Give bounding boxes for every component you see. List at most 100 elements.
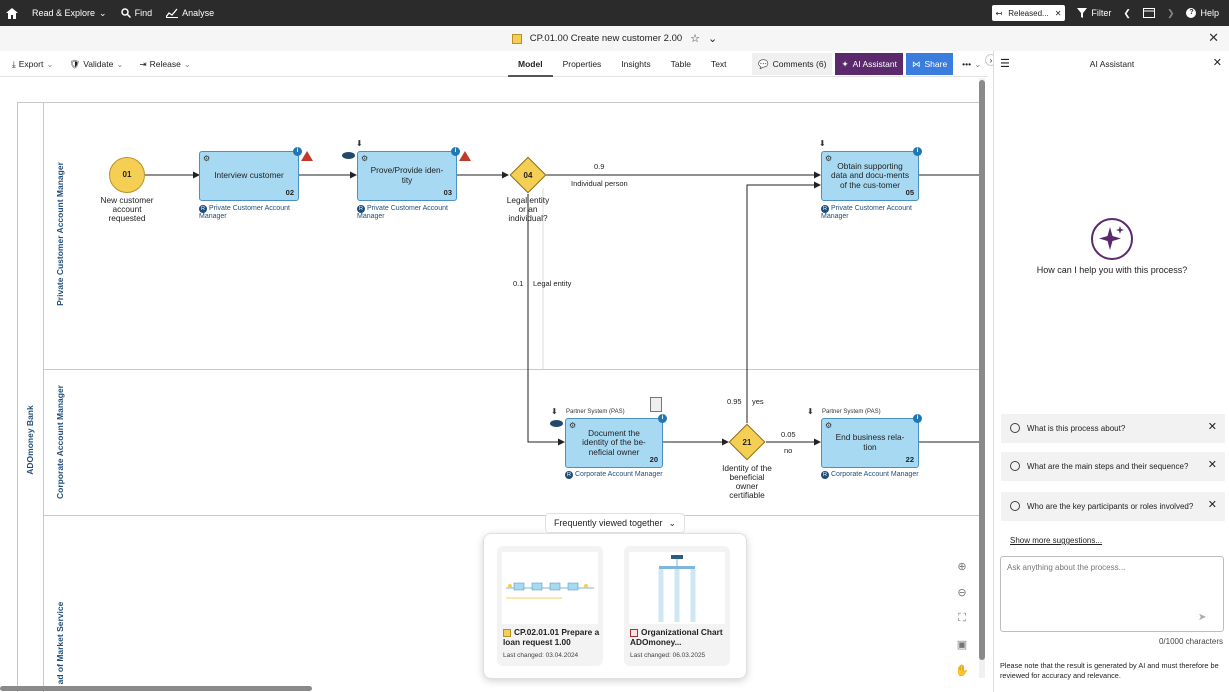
suggestion-process-about[interactable]: What is this process about? ✕ bbox=[1001, 414, 1225, 443]
tab-model[interactable]: Model bbox=[508, 51, 553, 77]
tab-properties[interactable]: Properties bbox=[562, 59, 602, 69]
related-model-title-1: CP.02.01.01 Prepare a loan request 1.00 bbox=[503, 627, 600, 647]
role-icon: R bbox=[199, 205, 207, 213]
window-icon[interactable] bbox=[1142, 8, 1155, 18]
gear-icon: ⚙ bbox=[361, 154, 369, 163]
model-type-icon bbox=[511, 33, 522, 44]
database-icon bbox=[550, 420, 563, 427]
info-icon[interactable]: i bbox=[913, 147, 922, 156]
zoom-in-icon[interactable]: ⊕ bbox=[957, 561, 967, 573]
warning-icon[interactable] bbox=[301, 151, 313, 161]
close-panel-icon[interactable]: ✕ bbox=[1212, 57, 1222, 69]
info-icon[interactable]: i bbox=[658, 414, 667, 423]
ai-assistant-button[interactable]: ✦ AI Assistant bbox=[835, 53, 903, 75]
flow-21-05 bbox=[746, 181, 821, 423]
chat-suggestion-icon bbox=[1010, 461, 1020, 471]
help-button[interactable]: ? Help bbox=[1186, 8, 1219, 18]
star-icon[interactable]: ☆ bbox=[690, 33, 701, 45]
process-icon bbox=[503, 628, 511, 637]
share-icon: ⋈ bbox=[911, 58, 921, 69]
find-label: Find bbox=[134, 8, 153, 18]
down-arrow-icon: ⬇ bbox=[551, 407, 558, 416]
frequently-viewed-toggle[interactable]: Frequently viewed together ⌄ bbox=[545, 513, 685, 533]
task-03-prove-identity[interactable]: ⚙ Prove/Provide iden-tity 03 bbox=[357, 151, 457, 201]
close-model-icon[interactable]: ✕ bbox=[1208, 30, 1219, 45]
release-button[interactable]: ⇥ Release ⌄ bbox=[139, 59, 190, 70]
find-button[interactable]: Find bbox=[120, 8, 153, 18]
info-icon[interactable]: i bbox=[913, 414, 922, 423]
top-bar: Read & Explore ⌄ Find Analyse ↤ Released… bbox=[0, 0, 1229, 26]
dismiss-icon[interactable]: ✕ bbox=[1207, 421, 1217, 433]
validate-button[interactable]: 🛡 Validate ⌄ bbox=[69, 59, 123, 70]
chevron-down-icon: ⌄ bbox=[183, 58, 191, 69]
home-icon[interactable] bbox=[6, 7, 18, 19]
sparkle-icon: ✦ bbox=[841, 58, 849, 69]
flow-label-yes: yes bbox=[752, 397, 764, 406]
tab-table[interactable]: Table bbox=[670, 59, 691, 69]
related-model-card-1[interactable]: CP.02.01.01 Prepare a loan request 1.00 … bbox=[497, 546, 603, 666]
task-05-role-text: Private Customer Account Manager bbox=[821, 205, 912, 220]
export-icon: ⤓ bbox=[12, 58, 16, 69]
show-more-suggestions-link[interactable]: Show more suggestions... bbox=[1010, 536, 1103, 545]
tab-insights[interactable]: Insights bbox=[621, 59, 651, 69]
task-05-obtain-documents[interactable]: ⚙ Obtain supporting data and docu-ments … bbox=[821, 151, 919, 201]
comments-button[interactable]: 💬 Comments (6) bbox=[752, 53, 833, 75]
vertical-scroll-thumb[interactable] bbox=[979, 80, 985, 660]
chevron-down-icon: ⌄ bbox=[974, 58, 982, 69]
task-20-document-owner[interactable]: ⚙ Document the identity of the be-nefici… bbox=[565, 418, 663, 468]
search-icon bbox=[120, 8, 131, 18]
help-icon: ? bbox=[1186, 8, 1197, 18]
tab-text[interactable]: Text bbox=[710, 59, 727, 69]
fit-to-screen-icon[interactable]: ⛶ bbox=[958, 612, 966, 624]
pool-border-top bbox=[17, 102, 979, 103]
overview-icon[interactable]: ▣ bbox=[956, 639, 968, 651]
hand-pan-icon[interactable]: ✋ bbox=[955, 665, 969, 677]
suggestion-main-steps[interactable]: What are the main steps and their sequen… bbox=[1001, 452, 1225, 481]
chat-suggestion-icon bbox=[1010, 501, 1020, 511]
comments-label: Comments (6) bbox=[772, 59, 827, 69]
task-02-interview-customer[interactable]: ⚙ Interview customer 02 bbox=[199, 151, 299, 201]
task-22-number: 22 bbox=[905, 455, 914, 465]
released-filter-chip[interactable]: ↤ Released... ✕ bbox=[991, 5, 1066, 21]
chevron-right-icon[interactable]: ❯ bbox=[1166, 7, 1175, 18]
info-icon[interactable]: i bbox=[451, 147, 460, 156]
flow-prob-0-05: 0.05 bbox=[781, 430, 796, 439]
suggestion-key-participants[interactable]: Who are the key participants or roles in… bbox=[1001, 492, 1225, 521]
horizontal-scroll-thumb[interactable] bbox=[0, 686, 312, 691]
task-20-number: 20 bbox=[649, 455, 658, 465]
chevron-left-icon[interactable]: ❮ bbox=[1123, 7, 1131, 18]
task-03-role-text: Private Customer Account Manager bbox=[357, 205, 448, 220]
more-options-button[interactable]: ••• ⌄ bbox=[962, 59, 981, 70]
filter-button[interactable]: Filter bbox=[1077, 8, 1111, 18]
info-icon[interactable]: i bbox=[293, 147, 302, 156]
task-22-end-business-relation[interactable]: ⚙ End business rela-tion 22 bbox=[821, 418, 919, 468]
analyse-button[interactable]: Analyse bbox=[166, 8, 214, 18]
chevron-down-icon[interactable]: ⌄ bbox=[708, 33, 718, 45]
related-model-card-2[interactable]: Organizational Chart ADOmoney... Last ch… bbox=[624, 546, 730, 666]
org-chart-icon bbox=[630, 628, 638, 637]
model-title: CP.01.00 Create new customer 2.00 bbox=[529, 33, 683, 44]
hamburger-menu-icon[interactable]: ☰ bbox=[1000, 58, 1010, 70]
funnel-icon bbox=[1077, 8, 1088, 18]
dismiss-icon[interactable]: ✕ bbox=[1207, 499, 1217, 511]
document-icon bbox=[650, 397, 662, 412]
ai-prompt-input[interactable] bbox=[1000, 556, 1224, 632]
export-button[interactable]: ⤓ Export ⌄ bbox=[12, 59, 53, 70]
warning-icon[interactable] bbox=[459, 151, 471, 161]
read-explore-menu[interactable]: Read & Explore ⌄ bbox=[32, 8, 107, 19]
close-icon[interactable]: ✕ bbox=[1054, 8, 1062, 18]
task-03-number: 03 bbox=[443, 188, 452, 198]
character-counter: 0/1000 characters bbox=[1158, 637, 1223, 646]
task-22-label: End business rela-tion bbox=[835, 432, 905, 452]
vertical-scrollbar[interactable] bbox=[979, 78, 985, 678]
start-event-01[interactable]: 01 bbox=[109, 157, 145, 193]
role-icon: R bbox=[821, 471, 829, 479]
dismiss-icon[interactable]: ✕ bbox=[1207, 459, 1217, 471]
down-arrow-icon: ⬇ bbox=[356, 139, 363, 148]
send-icon[interactable]: ➤ bbox=[1198, 612, 1207, 623]
chevron-down-icon: ⌄ bbox=[46, 58, 54, 69]
zoom-out-icon[interactable]: ⊖ bbox=[957, 587, 967, 599]
share-button[interactable]: ⋈ Share bbox=[905, 53, 954, 75]
